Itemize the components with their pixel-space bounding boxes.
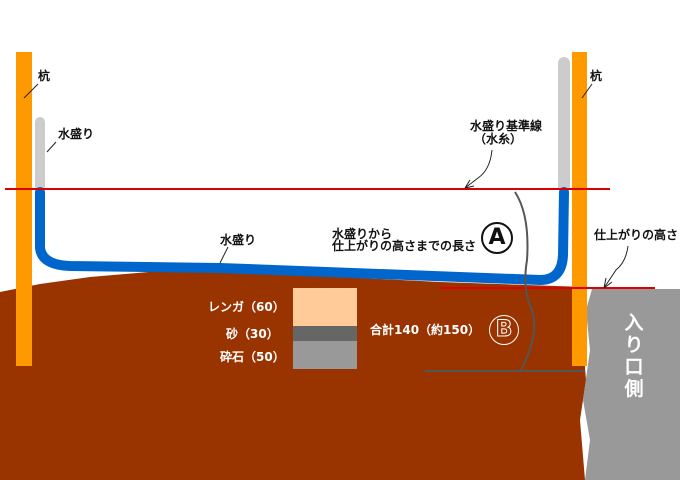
dimension-line: [514, 191, 536, 373]
entrance-label: 入り口側: [624, 312, 644, 400]
ground: [0, 271, 586, 480]
total-label: 合計140（約150）: [370, 323, 481, 337]
layer-sand-label: 砂（30）: [226, 327, 279, 341]
tube-left: [35, 117, 45, 192]
reference-line-sublabel: （水糸）: [474, 132, 523, 146]
entrance-area: [583, 289, 680, 480]
finished-height-label: 仕上がりの高さ: [594, 228, 679, 242]
level-left-label: 水盛り: [58, 127, 95, 141]
layer-gravel: [293, 341, 357, 369]
tube-right: [558, 57, 570, 192]
layer-brick-label: レンガ（60）: [208, 300, 285, 314]
layer-gravel-label: 砕石（50）: [220, 350, 285, 364]
marker-a: A: [481, 222, 513, 254]
stake-right: [572, 52, 587, 366]
stake-left: [16, 52, 32, 366]
stake-left-label: 杭: [38, 69, 51, 83]
level-hose-label: 水盛り: [220, 233, 257, 247]
layer-brick: [293, 288, 357, 326]
leader-lines: [23, 83, 629, 289]
length-a-label-1: 水盛りから: [332, 227, 393, 241]
water-hose: [35, 187, 569, 286]
length-a-label-2: 仕上がりの高さまでの長さ: [332, 239, 477, 253]
marker-b: B: [489, 315, 519, 345]
layer-sand: [293, 326, 357, 341]
reference-line-label: 水盛り基準線: [470, 119, 543, 133]
stake-right-label: 杭: [590, 69, 603, 83]
